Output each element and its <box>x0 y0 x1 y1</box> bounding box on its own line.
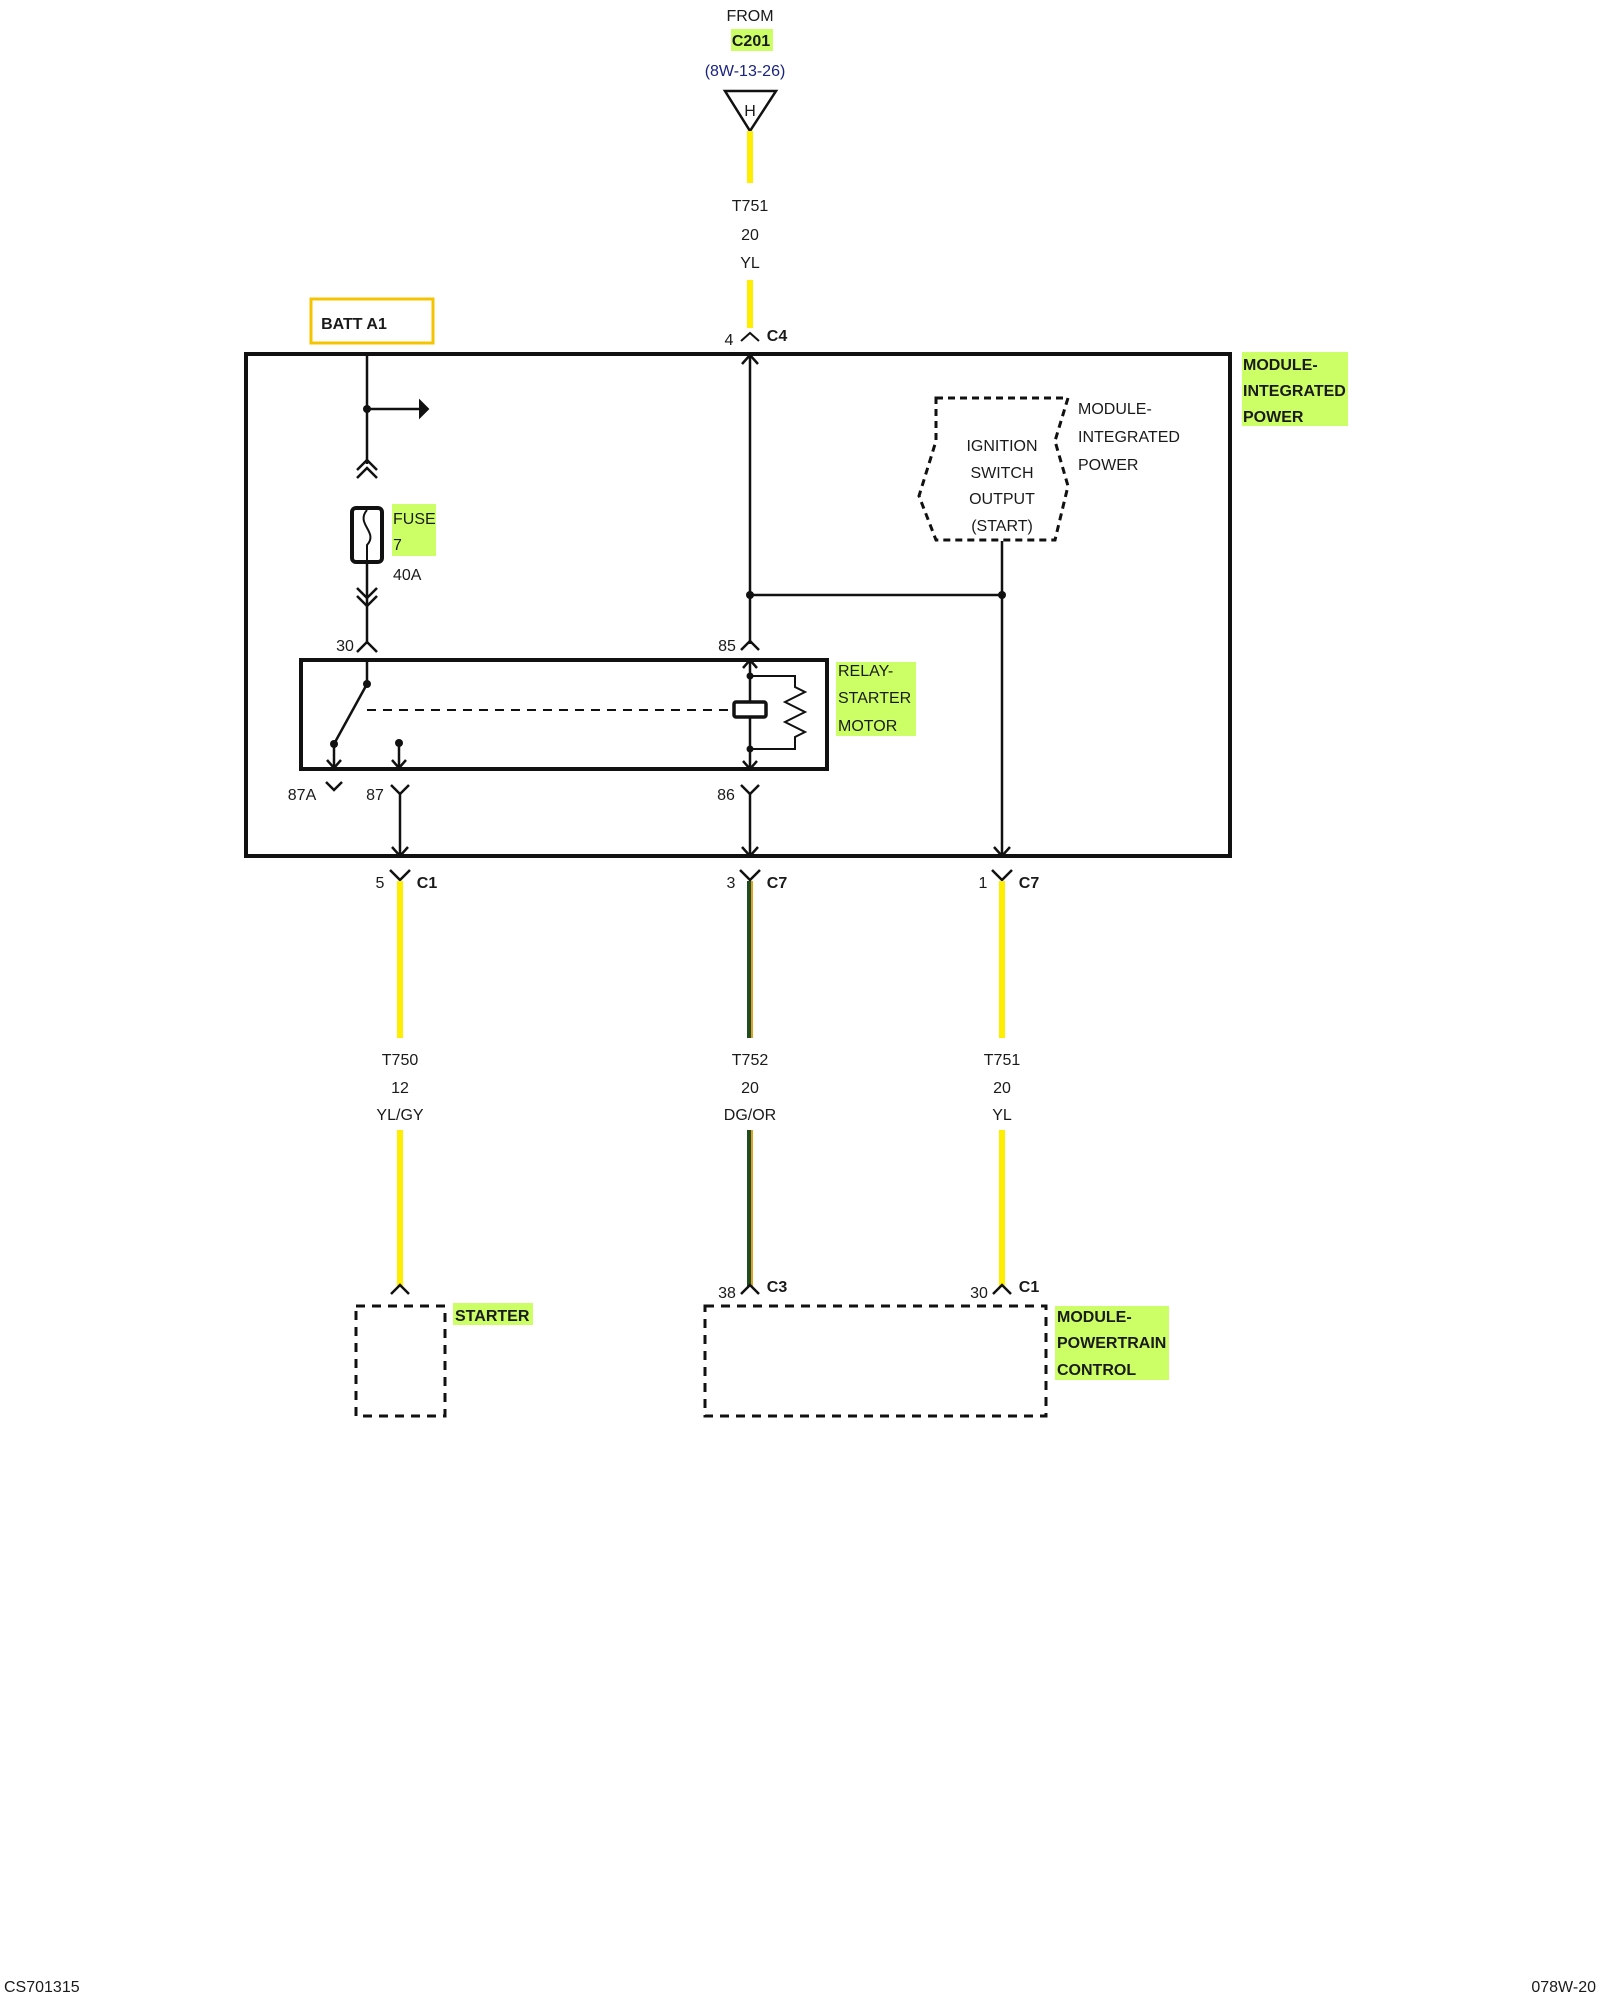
wire-top-color: YL <box>740 255 760 272</box>
ign-side-3: POWER <box>1078 457 1138 474</box>
wire-ign-color: YL <box>992 1107 1012 1124</box>
ipm-module-box <box>244 352 1232 858</box>
c4-name: C4 <box>767 328 788 345</box>
fuse-rating: 40A <box>393 567 422 584</box>
source-connector: FROM C201 (8W-13-26) H <box>705 8 786 134</box>
ign-line-4: (START) <box>971 518 1033 535</box>
relay-pin-30: 30 <box>336 638 354 655</box>
relay-pin-87: 87 <box>366 787 384 804</box>
wire-t751-ign-lower <box>999 1130 1005 1287</box>
c4-connector-symbol <box>740 331 760 342</box>
ign-line-3: OUTPUT <box>969 491 1035 508</box>
c3-pcm-name: C3 <box>767 1279 788 1296</box>
c1-out-pin: 5 <box>376 875 385 892</box>
pcm-label-3: CONTROL <box>1057 1362 1136 1379</box>
junction-dot-85 <box>746 591 754 599</box>
footer-right-code: 078W-20 <box>1531 1979 1596 1996</box>
ign-line-1: IGNITION <box>966 438 1037 455</box>
wire-starter-color: YL/GY <box>376 1107 423 1124</box>
wire-ctl-gauge: 20 <box>741 1080 759 1097</box>
relay-internals <box>326 658 808 771</box>
c1-pcm-name: C1 <box>1019 1279 1040 1296</box>
relay-pin-86: 86 <box>717 787 735 804</box>
wire-t750-upper <box>397 881 403 1038</box>
pcm-box <box>703 1304 1048 1418</box>
h-connector-letter: H <box>744 103 756 120</box>
ign-side-2: INTEGRATED <box>1078 429 1180 446</box>
ign-side-1: MODULE- <box>1078 401 1152 418</box>
h-connector-triangle-icon <box>722 89 779 134</box>
c7b-name: C7 <box>1019 875 1040 892</box>
c7a-pin: 3 <box>727 875 736 892</box>
relay-switch-pivot <box>363 680 371 688</box>
c3-pcm-pin: 38 <box>718 1285 736 1302</box>
fuse-label: FUSE <box>393 511 436 528</box>
source-connector-name: C201 <box>732 33 770 50</box>
source-ref: (8W-13-26) <box>705 63 786 80</box>
relay-switch-contact-no <box>395 739 403 747</box>
ipm-title-1: MODULE- <box>1243 357 1318 374</box>
footer-left-code: CS701315 <box>4 1979 80 1996</box>
wire-starter-gauge: 12 <box>391 1080 409 1097</box>
relay-title-2: STARTER <box>838 690 911 707</box>
c1-out-name: C1 <box>417 875 438 892</box>
starter-box <box>354 1304 447 1418</box>
wire-t751-top-lower <box>747 280 753 328</box>
batt-junction-dot <box>363 405 371 413</box>
relay-coil-top-dot <box>746 672 754 680</box>
wire-ctl-color: DG/OR <box>724 1107 776 1124</box>
ign-line-2: SWITCH <box>970 465 1033 482</box>
c1-pcm-pin: 30 <box>970 1285 988 1302</box>
relay-pin-87a: 87A <box>288 787 317 804</box>
wire-top-circuit: T751 <box>732 198 769 215</box>
wire-ign-circuit: T751 <box>984 1052 1021 1069</box>
ipm-title-3: POWER <box>1243 409 1304 426</box>
relay-title-3: MOTOR <box>838 718 897 735</box>
wire-starter-circuit: T750 <box>382 1052 419 1069</box>
wire-t752-lower <box>747 1130 753 1287</box>
wire-t751-top-upper <box>747 131 753 183</box>
relay-box <box>299 658 829 771</box>
c7a-name: C7 <box>767 875 788 892</box>
relay-coil-bottom-dot <box>746 745 754 753</box>
pcm-label-1: MODULE- <box>1057 1309 1132 1326</box>
ignition-switch-box <box>917 396 1071 542</box>
relay-title-1: RELAY- <box>838 663 893 680</box>
ipm-internal-wiring <box>391 353 1011 858</box>
wire-t750-lower <box>397 1130 403 1287</box>
wire-top-gauge: 20 <box>741 227 759 244</box>
highlights <box>392 29 1348 1380</box>
relay-switch-contact-nc <box>330 740 338 748</box>
ipm-title-2: INTEGRATED <box>1243 383 1346 400</box>
junction-dot-ign <box>998 591 1006 599</box>
wire-ctl-circuit: T752 <box>732 1052 769 1069</box>
wire-ign-gauge: 20 <box>993 1080 1011 1097</box>
starter-label: STARTER <box>455 1308 530 1325</box>
batt-label: BATT A1 <box>321 316 387 333</box>
wire-t752-upper <box>747 881 753 1038</box>
from-label: FROM <box>726 8 773 25</box>
wire-t751-ign-upper <box>999 881 1005 1038</box>
batt-output-arrow-icon <box>419 398 430 420</box>
pcm-label-2: POWERTRAIN <box>1057 1335 1166 1352</box>
batt-box <box>309 297 435 345</box>
c4-pin: 4 <box>725 332 734 349</box>
fuse-number: 7 <box>393 537 402 554</box>
relay-pin-85: 85 <box>718 638 736 655</box>
batt-feed <box>350 354 420 653</box>
c7b-pin: 1 <box>979 875 988 892</box>
